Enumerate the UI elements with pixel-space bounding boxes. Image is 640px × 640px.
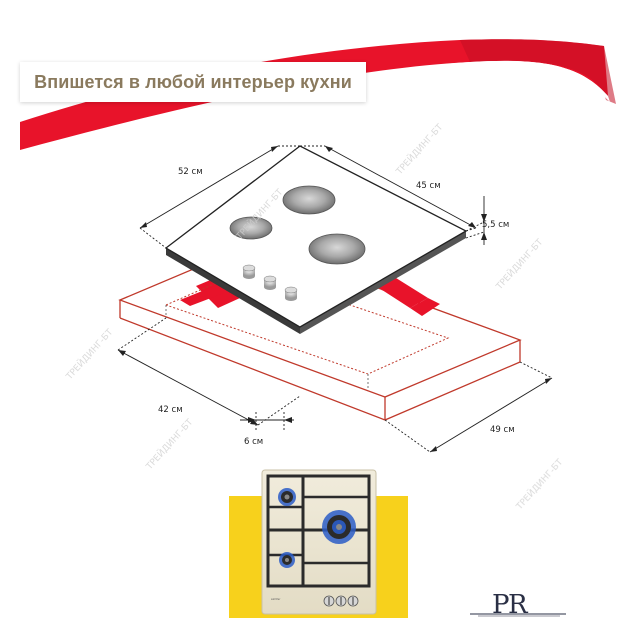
knob-3 <box>284 286 298 301</box>
knob-2 <box>263 275 277 290</box>
burner-back <box>282 185 336 215</box>
dim-offset: 6 см <box>244 437 263 447</box>
brand-label: simfer <box>271 597 281 601</box>
gas-burner-small-bottom <box>279 552 295 568</box>
svg-text:ТРЕЙДИНГ-БТ: ТРЕЙДИНГ-БТ <box>393 121 446 178</box>
svg-text:ТРЕЙДИНГ-БТ: ТРЕЙДИНГ-БТ <box>63 326 116 383</box>
hob <box>164 145 468 334</box>
gas-burner-small-top <box>278 488 296 506</box>
cream-panel <box>261 469 377 615</box>
dim-cutout-width: 42 см <box>158 405 183 415</box>
dimension-lines <box>117 145 553 453</box>
pr-logo: P R <box>470 590 566 620</box>
page-title: Впишется в любой интерьер кухни <box>34 71 352 92</box>
svg-text:ТРЕЙДИНГ-БТ: ТРЕЙДИНГ-БТ <box>513 456 566 513</box>
gas-burner-large <box>322 510 356 544</box>
burner-right <box>308 233 366 265</box>
dim-height: 5,5 см <box>482 220 509 230</box>
title-banner: Впишется в любой интерьер кухни <box>20 62 366 102</box>
cutout <box>165 269 450 390</box>
svg-text:ТРЕЙДИНГ-БТ: ТРЕЙДИНГ-БТ <box>143 416 196 473</box>
svg-text:R: R <box>508 590 529 620</box>
dim-width-top: 52 см <box>178 167 203 177</box>
burner-left <box>229 216 273 240</box>
product-photo: simfer <box>229 469 408 618</box>
svg-text:P: P <box>492 590 510 620</box>
dim-depth-top: 45 см <box>416 181 441 191</box>
dim-cutout-depth: 49 см <box>490 425 515 435</box>
knob-1 <box>242 264 256 279</box>
control-knobs <box>323 595 359 607</box>
svg-text:ТРЕЙДИНГ-БТ: ТРЕЙДИНГ-БТ <box>493 236 546 293</box>
